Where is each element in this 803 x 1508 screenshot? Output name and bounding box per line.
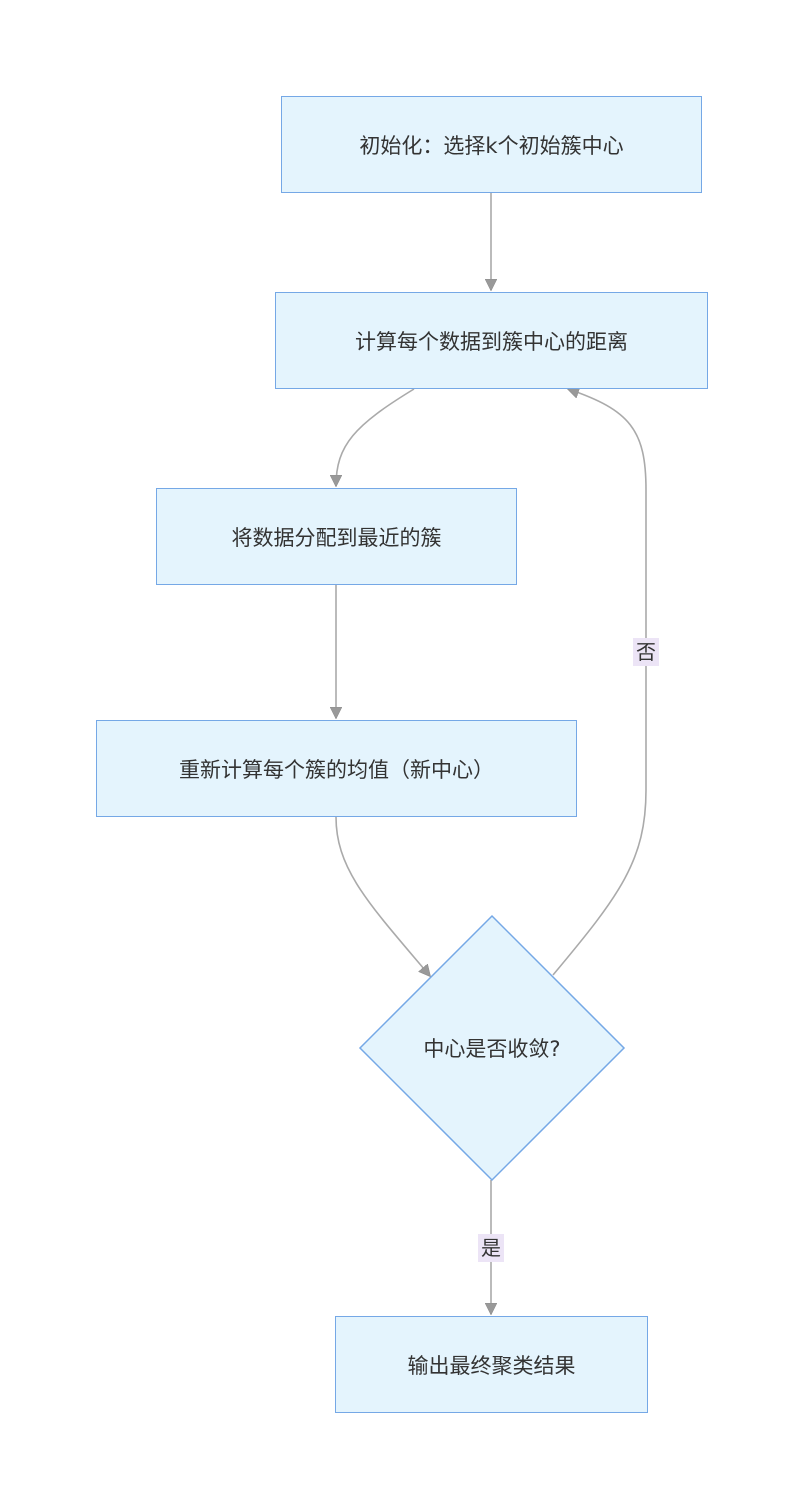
decision-diamond <box>358 914 626 1182</box>
edge-label-yes: 是 <box>478 1234 504 1262</box>
node-recompute-mean: 重新计算每个簇的均值（新中心） <box>96 720 577 817</box>
edge-decision-to-distance-no <box>552 389 647 976</box>
node-converged-label: 中心是否收敛? <box>423 1037 561 1061</box>
edge-distance-to-assign <box>336 388 415 486</box>
node-assign: 将数据分配到最近的簇 <box>156 488 517 585</box>
edge-label-no: 否 <box>633 638 659 666</box>
edge-recompute-to-decision <box>335 816 430 976</box>
node-output: 输出最终聚类结果 <box>335 1316 648 1413</box>
node-compute-distance: 计算每个数据到簇中心的距离 <box>275 292 708 389</box>
node-init: 初始化：选择k个初始簇中心 <box>281 96 702 193</box>
